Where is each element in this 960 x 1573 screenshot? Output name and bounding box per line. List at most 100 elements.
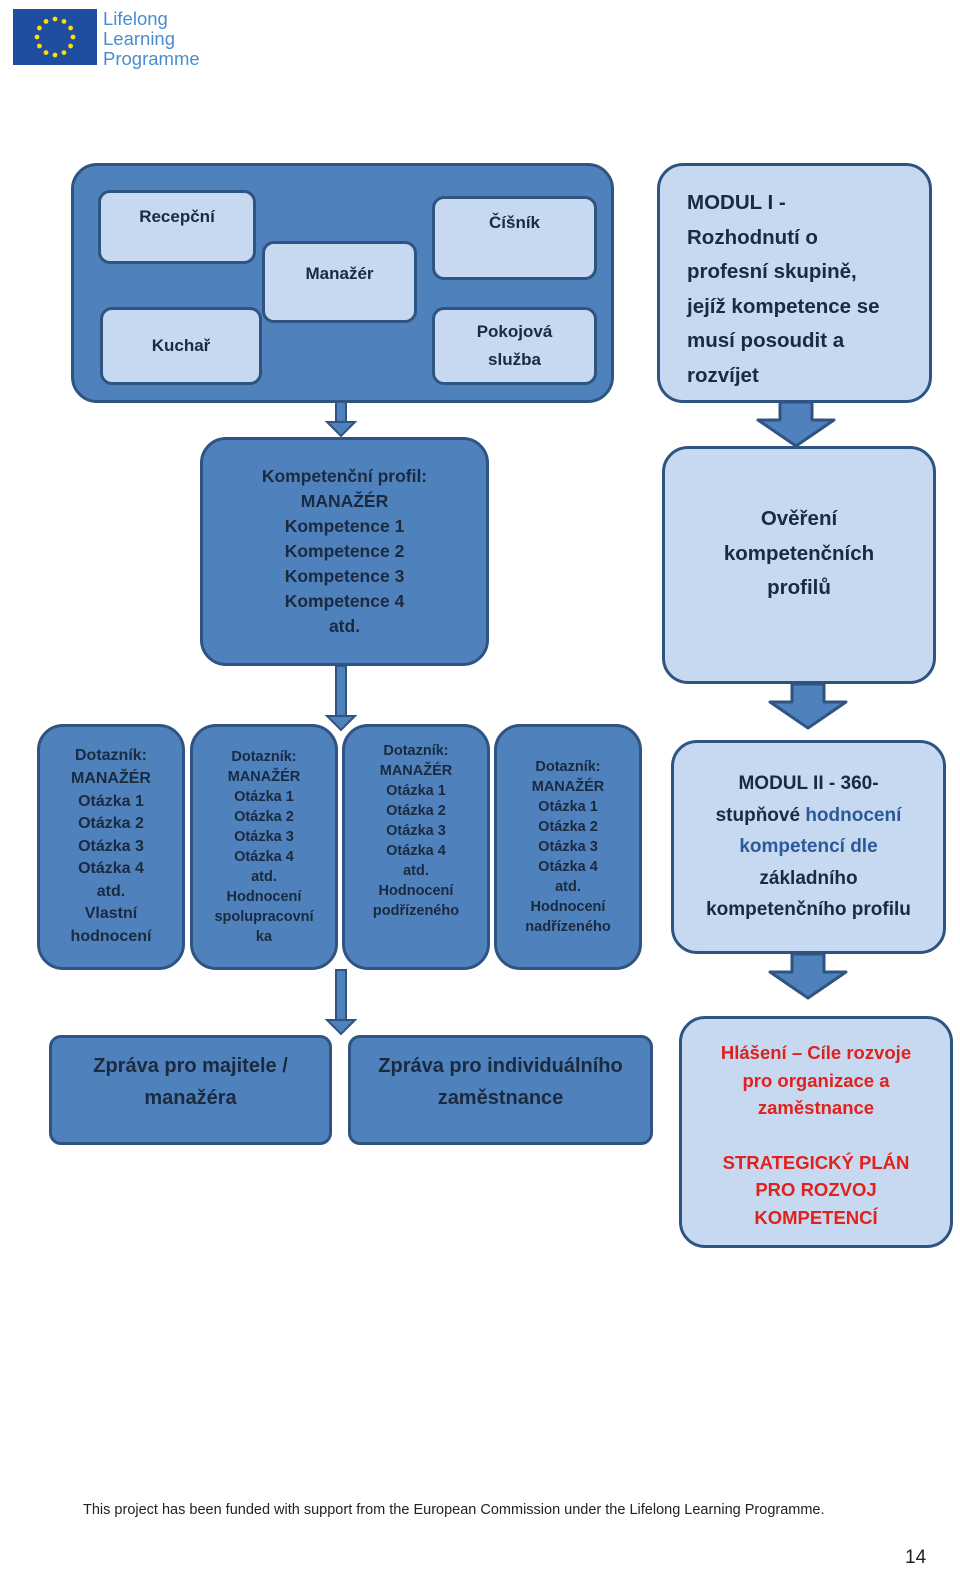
overeni-line: Ověření: [760, 507, 838, 530]
box-kompetencni-profil: Kompetenční profil: MANAŽÉR Kompetence 1…: [200, 437, 489, 666]
box-overeni-profilu: Ověření kompetenčních profilů: [662, 446, 936, 684]
cisnik-label: Číšník: [488, 213, 541, 232]
modul1-line: Rozhodnutí o: [687, 225, 818, 249]
modul2-line2b: hodnocení: [805, 804, 902, 826]
dotaznik1-line: atd.: [96, 882, 126, 900]
modul2-line4: základního: [759, 867, 858, 889]
dotaznik1-line: Otázka 1: [78, 792, 144, 810]
logo-line: Programme: [103, 48, 200, 69]
zprava2-line: zaměstnance: [437, 1087, 564, 1109]
dotaznik1-line: Otázka 3: [78, 837, 144, 855]
pokojova-label: Pokojová: [476, 322, 553, 341]
plan-line: STRATEGICKÝ PLÁN: [722, 1151, 910, 1173]
box-dotaznik-vlastni: Dotazník: MANAŽÉR Otázka 1 Otázka 2 Otáz…: [37, 724, 185, 970]
dotaznik3-line: atd.: [403, 863, 429, 879]
dotaznik2-line: Hodnocení: [226, 889, 302, 905]
plan-line: PRO ROZVOJ: [755, 1179, 877, 1200]
modul2-line3: kompetencí dle: [739, 836, 878, 858]
page-number: 14: [905, 1547, 927, 1568]
logo-line: Learning: [103, 28, 176, 49]
dotaznik3-line: Otázka 1: [386, 783, 446, 799]
arrow-overeni-to-modul2: [768, 682, 848, 730]
recepcni-label: Recepční: [139, 207, 215, 226]
modul2-line1: MODUL II - 360-: [738, 773, 879, 795]
hlaseni-line: zaměstnance: [757, 1097, 875, 1118]
box-modul-2: MODUL II - 360- stupňové hodnocení kompe…: [671, 740, 946, 954]
modul1-line: MODUL I -: [687, 191, 786, 214]
lifelong-learning-logo: Lifelong Learning Programme: [13, 9, 213, 69]
dotaznik2-line: Otázka 2: [234, 809, 294, 825]
plan-line: KOMPETENCÍ: [754, 1206, 878, 1228]
hlaseni-line: Hlášení – Cíle rozvoje: [720, 1042, 912, 1063]
box-kuchar: Kuchař: [100, 307, 262, 385]
box-zprava-majitel: Zpráva pro majitele / manažéra: [49, 1035, 332, 1145]
dotaznik4-line: Otázka 1: [538, 799, 598, 815]
profil-line: Kompetence 3: [284, 566, 405, 586]
profil-line: Kompetenční profil:: [261, 466, 428, 486]
dotaznik1-line: Dotazník:: [74, 747, 147, 765]
dotaznik4-line: nadřízeného: [525, 919, 611, 935]
dotaznik2-line: spolupracovní: [214, 909, 314, 925]
modul1-line: jejíž kompetence se: [687, 294, 880, 318]
box-pokojova-sluzba: Pokojová služba: [432, 307, 597, 385]
eu-flag-icon: [13, 9, 97, 65]
dotaznik4-line: Otázka 2: [538, 819, 598, 835]
dotaznik3-line: Otázka 3: [386, 823, 446, 839]
dotaznik4-line: atd.: [555, 879, 581, 895]
box-recepcni: Recepční: [98, 190, 256, 264]
modul1-line: musí posoudit a: [687, 329, 845, 352]
dotaznik2-line: Otázka 4: [234, 849, 294, 865]
dotaznik4-line: Otázka 3: [538, 839, 598, 855]
profil-line: Kompetence 4: [284, 591, 405, 611]
dotaznik2-line: ka: [255, 929, 273, 945]
dotaznik4-line: Dotazník:: [535, 759, 601, 775]
dotaznik4-line: Hodnocení: [530, 899, 606, 915]
dotaznik3-line: Hodnocení: [378, 883, 454, 899]
box-cisnik: Číšník: [432, 196, 597, 280]
arrow-modul2-to-hlaseni: [768, 952, 848, 1000]
modul1-line: rozvíjet: [687, 363, 759, 387]
modul2-line5: kompetenčního profilu: [706, 899, 911, 921]
dotaznik3-line: Dotazník:: [383, 743, 449, 759]
dotaznik2-line: Otázka 1: [234, 789, 294, 805]
dotaznik1-line: Vlastní: [84, 905, 138, 923]
overeni-line: profilů: [767, 576, 831, 599]
modul2-line2a: stupňové: [715, 804, 806, 826]
zprava1-line: manažéra: [144, 1087, 237, 1109]
dotaznik2-line: Otázka 3: [234, 829, 294, 845]
footer-funding-note: This project has been funded with suppor…: [83, 1502, 825, 1518]
dotaznik4-line: MANAŽÉR: [531, 779, 605, 795]
box-dotaznik-spolupracovnik: Dotazník: MANAŽÉR Otázka 1 Otázka 2 Otáz…: [190, 724, 338, 970]
profil-line: Kompetence 1: [284, 516, 405, 536]
dotaznik4-line: Otázka 4: [538, 859, 598, 875]
dotaznik2-line: MANAŽÉR: [227, 769, 301, 785]
dotaznik1-line: Otázka 4: [78, 860, 144, 878]
box-dotaznik-podrizeny: Dotazník: MANAŽÉR Otázka 1 Otázka 2 Otáz…: [342, 724, 490, 970]
dotaznik3-line: Otázka 2: [386, 803, 446, 819]
dotaznik3-line: Otázka 4: [386, 843, 446, 859]
manazer-label: Manažér: [305, 264, 374, 283]
profil-line: MANAŽÉR: [300, 491, 389, 511]
hlaseni-line: pro organizace a: [742, 1069, 890, 1091]
arrow-profil-to-dotazniky: [324, 665, 358, 732]
dotaznik1-line: Otázka 2: [78, 815, 144, 833]
dotaznik3-line: podřízeného: [372, 903, 460, 919]
arrow-dotazniky-to-zpravy: [324, 969, 358, 1036]
zprava1-line: Zpráva pro majitele /: [93, 1055, 288, 1077]
logo-line: Lifelong: [103, 8, 168, 29]
box-dotaznik-nadrizeny: Dotazník: MANAŽÉR Otázka 1 Otázka 2 Otáz…: [494, 724, 642, 970]
kuchar-label: Kuchař: [151, 336, 211, 355]
zprava2-line: Zpráva pro individuálního: [378, 1055, 623, 1077]
sluzba-label: služba: [488, 350, 541, 369]
dotaznik2-line: Dotazník:: [231, 749, 297, 765]
modul1-line: profesní skupině,: [687, 260, 857, 283]
arrow-modul1-to-overeni: [756, 400, 836, 448]
box-modul-1: MODUL I - Rozhodnutí o profesní skupině,…: [657, 163, 932, 403]
profil-line: Kompetence 2: [284, 541, 405, 561]
dotaznik3-line: MANAŽÉR: [379, 763, 453, 779]
overeni-line: kompetenčních: [723, 541, 875, 565]
dotaznik1-line: MANAŽÉR: [70, 769, 151, 787]
box-hlaseni: Hlášení – Cíle rozvoje pro organizace a …: [679, 1016, 953, 1248]
dotaznik2-line: atd.: [251, 869, 277, 885]
box-zprava-zamestnanec: Zpráva pro individuálního zaměstnance: [348, 1035, 653, 1145]
